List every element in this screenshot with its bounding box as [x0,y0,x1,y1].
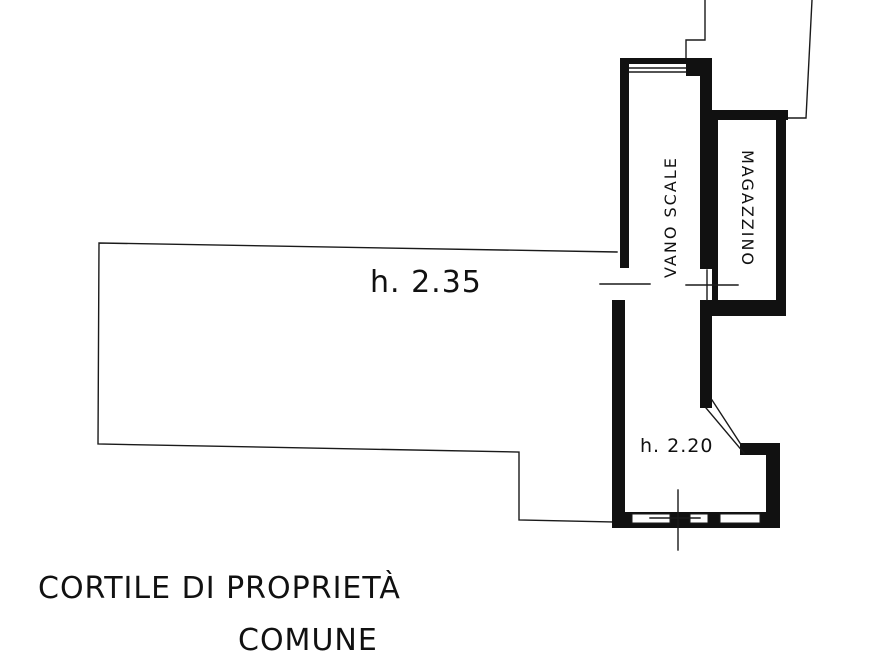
courtyard-label-line1: CORTILE DI PROPRIETÀ [38,570,401,606]
stairwell-label: VANO SCALE [661,156,680,278]
side-room-height-label: h. 2.20 [640,435,713,457]
main-room-height-label: h. 2.35 [370,265,482,300]
open-area-outline [97,242,618,523]
unit-walls [612,58,788,528]
neighbour-outline [685,0,813,119]
courtyard-label-line2: COMUNE [238,623,378,658]
diagonal-walls [705,399,745,454]
door-marks [599,269,739,551]
storage-label: MAGAZZINO [738,150,757,267]
